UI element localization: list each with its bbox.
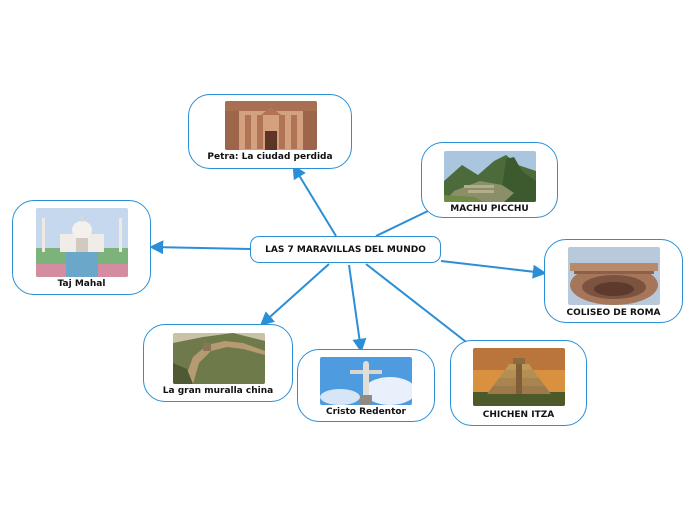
node-coliseo[interactable]: COLISEO DE ROMA (544, 239, 683, 323)
node-cristo-redentor[interactable]: Cristo Redentor (297, 349, 435, 422)
colosseum-photo (568, 247, 660, 305)
node-petra-label: Petra: La ciudad perdida (207, 152, 333, 162)
node-machu-picchu-label: MACHU PICCHU (450, 204, 529, 214)
node-petra[interactable]: Petra: La ciudad perdida (188, 94, 352, 169)
connector-coliseo (440, 260, 547, 279)
petra-treasury-photo (225, 101, 317, 150)
node-machu-picchu[interactable]: MACHU PICCHU (421, 142, 558, 218)
great-wall-photo (173, 333, 265, 384)
central-topic-label: LAS 7 MARAVILLAS DEL MUNDO (265, 244, 426, 255)
taj-mahal-photo (36, 208, 128, 277)
connector-machu (375, 209, 431, 237)
connector-taj (149, 240, 251, 255)
node-taj-mahal[interactable]: Taj Mahal (12, 200, 151, 295)
connector-petra (292, 164, 337, 237)
node-cristo-redentor-label: Cristo Redentor (325, 407, 406, 417)
node-chichen-itza[interactable]: CHICHEN ITZA (450, 340, 587, 426)
node-chichen-itza-label: CHICHEN ITZA (482, 410, 555, 420)
node-coliseo-label: COLISEO DE ROMA (566, 308, 661, 318)
node-gran-muralla-label: La gran muralla china (162, 386, 274, 396)
chichen-itza-photo (473, 348, 565, 406)
christ-redeemer-photo (320, 357, 412, 405)
node-gran-muralla[interactable]: La gran muralla china (143, 324, 293, 402)
node-taj-mahal-label: Taj Mahal (57, 279, 106, 289)
connector-chichen (365, 263, 471, 346)
connector-muralla (259, 263, 330, 326)
connector-cristo (348, 264, 367, 353)
central-topic[interactable]: LAS 7 MARAVILLAS DEL MUNDO (250, 236, 441, 263)
machu-picchu-photo (444, 151, 536, 202)
